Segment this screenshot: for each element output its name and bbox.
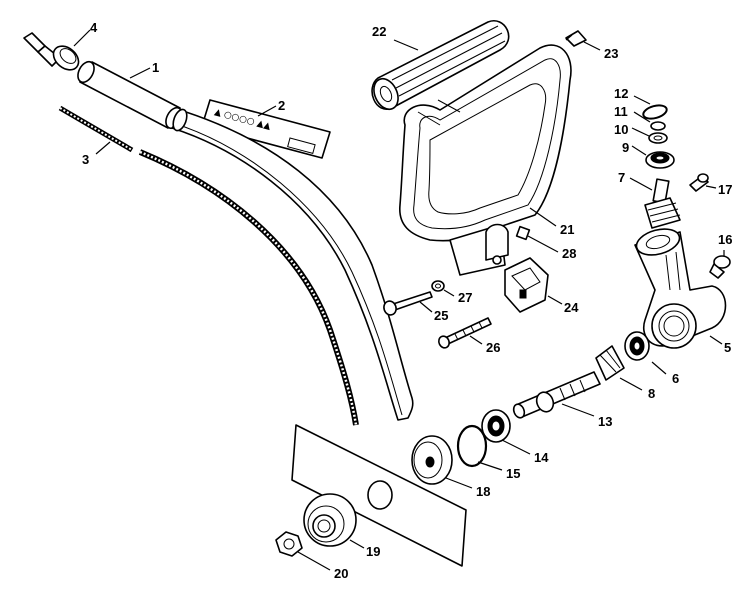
label-24: 24 [564, 300, 579, 315]
label-17: 17 [718, 182, 732, 197]
part-5-gear-housing [634, 228, 727, 349]
leader-lines [73, 29, 725, 571]
label-22: 22 [372, 24, 386, 39]
part-14-bearing [481, 409, 511, 443]
callout-labels: 1 2 3 4 5 6 7 8 9 10 11 12 13 14 15 16 1… [82, 20, 732, 581]
part-13-spindle [512, 371, 601, 419]
label-15: 15 [506, 466, 520, 481]
label-3: 3 [82, 152, 89, 167]
part-9-bearing [645, 151, 675, 169]
part-26-threaded-bolt [438, 317, 492, 349]
label-18: 18 [476, 484, 490, 499]
label-20: 20 [334, 566, 348, 581]
label-10: 10 [614, 122, 628, 137]
part-6-bearing [624, 331, 650, 361]
part-25-bolt [383, 291, 433, 316]
part-22-handle-grip [371, 19, 510, 111]
label-12: 12 [614, 86, 628, 101]
blade-plate [291, 424, 467, 567]
part-19-thrust-washer [303, 493, 357, 547]
label-4: 4 [90, 20, 98, 35]
label-27: 27 [458, 290, 472, 305]
part-11-ring [650, 121, 666, 131]
label-5: 5 [724, 340, 731, 355]
label-6: 6 [672, 371, 679, 386]
label-23: 23 [604, 46, 618, 61]
label-11: 11 [614, 104, 628, 119]
part-28-square-nut [515, 225, 531, 241]
label-28: 28 [562, 246, 576, 261]
label-1: 1 [152, 60, 159, 75]
part-20-hex-nut [275, 531, 303, 557]
part-27-washer [431, 280, 445, 292]
part-23-screw [565, 30, 587, 47]
label-16: 16 [718, 232, 732, 247]
main-curved-tube [171, 108, 414, 421]
label-26: 26 [486, 340, 500, 355]
part-10-washer [648, 132, 668, 144]
part-7-bevel-gear [644, 178, 681, 229]
label-7: 7 [618, 170, 625, 185]
label-2: 2 [278, 98, 285, 113]
label-8: 8 [648, 386, 655, 401]
part-16-plug [709, 255, 731, 279]
part-24-clamp [504, 257, 549, 313]
label-13: 13 [598, 414, 612, 429]
part-1-tube [77, 60, 183, 130]
part-8-bevel-gear [595, 345, 625, 381]
part-21-loop-handle [399, 44, 572, 276]
label-25: 25 [434, 308, 448, 323]
part-17-screw [689, 173, 709, 192]
part-12-circlip [642, 104, 668, 120]
label-19: 19 [366, 544, 380, 559]
label-14: 14 [534, 450, 549, 465]
part-15-circlip [456, 424, 488, 468]
part-4-end-plug [23, 32, 80, 71]
label-9: 9 [622, 140, 629, 155]
label-21: 21 [560, 222, 574, 237]
part-3-flex-shaft [58, 105, 359, 426]
part-18-thrust-plate [411, 435, 453, 485]
